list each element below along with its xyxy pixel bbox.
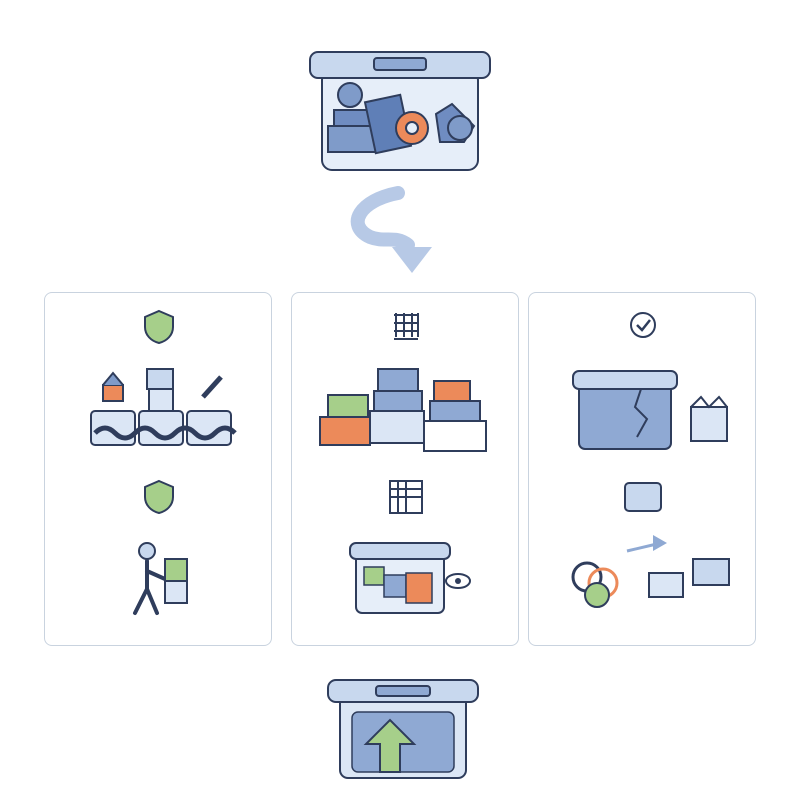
- bin-with-up-arrow-icon: [327, 672, 479, 782]
- shield-icon: [143, 479, 175, 519]
- curved-down-arrow-icon: [340, 185, 440, 275]
- panel-1: [44, 292, 272, 646]
- grid-icon: [390, 309, 422, 345]
- tangled-items-to-containers-icon: [557, 535, 737, 631]
- ruler-grid-icon: [388, 479, 424, 519]
- checkmark-icon: [627, 309, 659, 345]
- shield-icon: [143, 309, 175, 349]
- stacked-containers-icon: [318, 361, 498, 465]
- small-container-icon: [623, 477, 663, 517]
- panel-2: [291, 292, 519, 646]
- top-storage-bin-icon: [300, 30, 500, 180]
- clear-bin-with-eye-icon: [346, 537, 476, 621]
- labeled-bins-row-icon: [85, 363, 237, 457]
- cracked-bin-icon: [572, 363, 733, 467]
- panel-3: [528, 292, 756, 646]
- person-carrying-boxes-icon: [117, 539, 197, 633]
